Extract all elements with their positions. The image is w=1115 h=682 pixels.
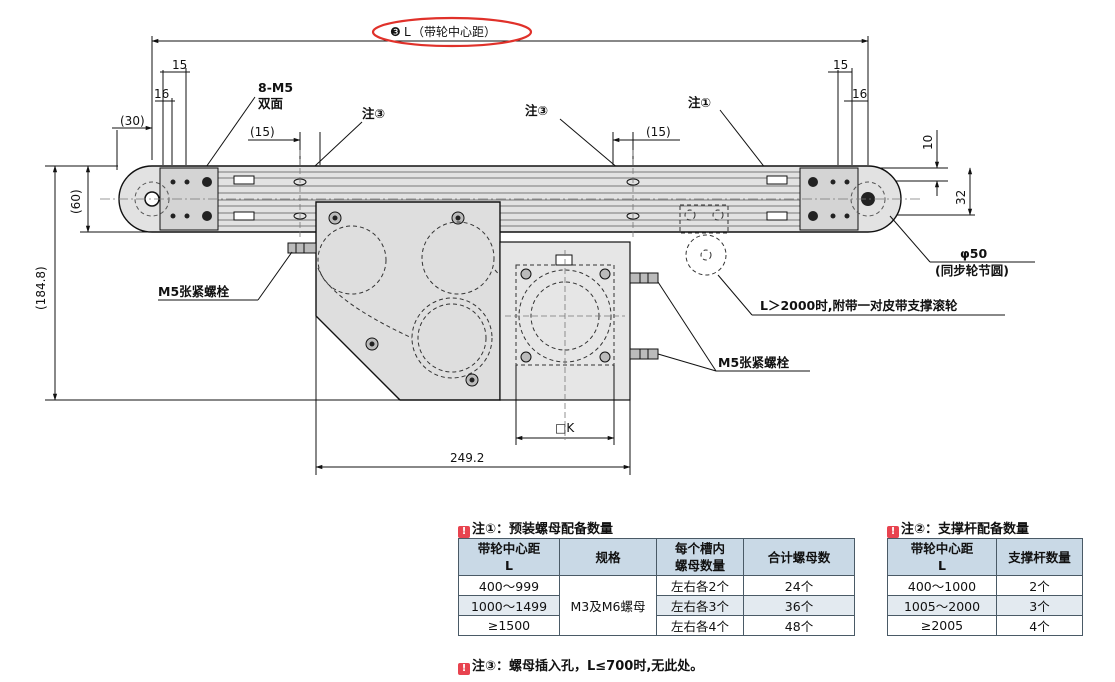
table-row: ≥2005 4个 [887,615,1083,636]
m5-holes-label: 8-M5 [258,80,293,95]
table-row: 400～999 M3及M6螺母 左右各2个 24个 [458,575,855,636]
phi50-label: φ50 [960,246,987,261]
col-header-pitch: 带轮中心距 L [458,538,560,576]
dim-16-right: 16 [852,87,867,101]
note3-footnote: !注③：螺母插入孔，L≤700时,无此处。 [458,655,703,675]
col-header-nuts-per-slot: 每个槽内 螺母数量 [656,538,744,576]
support-roller [679,204,729,276]
tension-bolt-right-bottom [629,348,659,360]
note3-mid-label: 注③ [525,103,548,118]
dim-15p-right: (15) [646,125,671,139]
pitch-label: （带轮中心距） [412,24,496,39]
table-row: ≥1500 左右各4个 48个 [458,615,855,636]
dim-15p-left: (15) [250,125,275,139]
note1-title: !注①：预装螺母配备数量 [458,518,613,538]
note1-title-text: 注①：预装螺母配备数量 [472,522,614,537]
pulley-pitch-label: (同步轮节圆) [935,263,1009,278]
note1-label: 注① [688,95,711,110]
note2-table: 带轮中心距 L 支撑杆数量 400～1000 2个 1005～2000 3个 ≥… [887,538,1083,636]
roller-note: L＞2000时,附带一对皮带支撑滚轮 [760,298,958,313]
dim-15-right: 15 [833,58,848,72]
bolt-right-label: M5张紧螺栓 [718,355,790,370]
col-header-spec: 规格 [559,538,657,576]
motor-body [499,241,631,440]
dim-30: (30) [120,114,145,128]
tension-bolt-right-top [629,272,659,284]
dim-16-left: 16 [154,87,169,101]
col-header-total-nuts: 合计螺母数 [743,538,855,576]
col-header-pitch: 带轮中心距 L [887,538,997,576]
dim-10: 10 [921,135,935,150]
conveyor-rail [100,150,920,240]
pitch-marker: ❸ [390,25,401,39]
table-row: 1000～1499 左右各3个 36个 [458,595,855,616]
dim-32: 32 [954,190,968,205]
dim-60: (60) [69,189,83,214]
pitch-letter: L [404,25,411,39]
dim-249: 249.2 [450,451,484,465]
bolt-left-label: M5张紧螺栓 [158,284,230,299]
note3-text: 注③：螺母插入孔，L≤700时,无此处。 [472,659,704,674]
dim-k: □K [555,421,575,435]
highlight-ellipse [371,16,533,48]
table-row: 1005～2000 3个 [887,595,1083,616]
note2-title-text: 注②：支撑杆配备数量 [901,522,1030,537]
col-header-support-count: 支撑杆数量 [996,538,1083,576]
note3-left-label: 注③ [362,106,385,121]
dim-184: (184.8) [34,266,48,310]
tension-bolt-left [287,242,317,254]
warning-icon: ! [458,526,470,538]
spec-cell: M3及M6螺母 [559,575,657,636]
warning-icon: ! [458,663,470,675]
note1-table: 带轮中心距 L 规格 每个槽内 螺母数量 合计螺母数 400～999 M3及M6… [458,538,855,636]
warning-icon: ! [887,526,899,538]
motor-bracket [315,201,601,401]
table-row: 400～1000 2个 [887,575,1083,596]
dim-15-left: 15 [172,58,187,72]
note2-title: !注②：支撑杆配备数量 [887,518,1029,538]
double-side-label: 双面 [257,96,284,111]
